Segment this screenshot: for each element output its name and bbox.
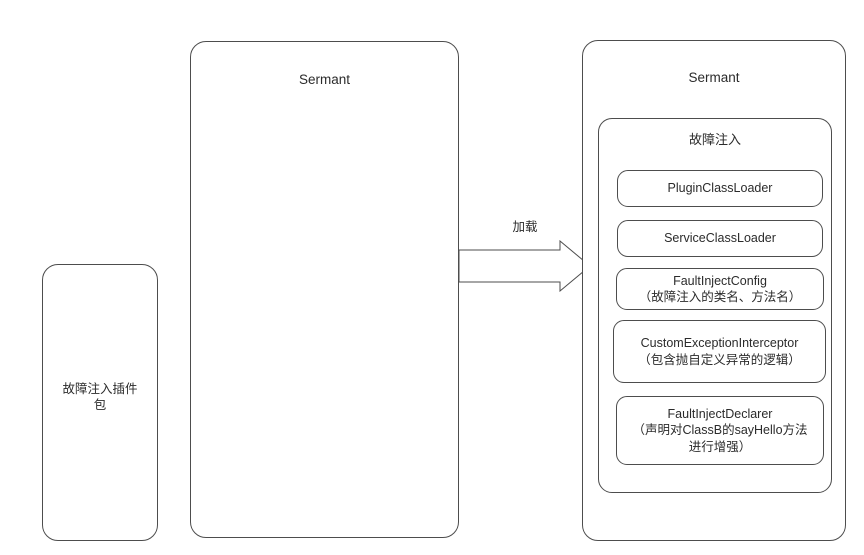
component-box-plugin-class-loader[interactable]: PluginClassLoader	[617, 170, 823, 207]
plugin-package-box[interactable]: 故障注入插件 包	[42, 264, 158, 541]
component-title: CustomExceptionInterceptor	[640, 336, 799, 351]
component-note: （声明对ClassB的sayHello方法 进行增强）	[632, 423, 808, 454]
component-title: ServiceClassLoader	[664, 231, 776, 246]
load-arrow-label: 加载	[512, 220, 538, 234]
sermant-before-box[interactable]: Sermant	[190, 41, 459, 538]
component-box-fault-inject-declarer[interactable]: FaultInjectDeclarer （声明对ClassB的sayHello方…	[616, 396, 824, 465]
component-note: （包含抛自定义异常的逻辑）	[638, 352, 801, 367]
component-title: PluginClassLoader	[667, 181, 773, 196]
component-box-fault-inject-config[interactable]: FaultInjectConfig （故障注入的类名、方法名）	[616, 268, 824, 310]
component-title: FaultInjectDeclarer	[667, 407, 773, 422]
component-box-custom-exception-interceptor[interactable]: CustomExceptionInterceptor （包含抛自定义异常的逻辑）	[613, 320, 826, 383]
sermant-before-label: Sermant	[298, 72, 351, 87]
plugin-package-label: 故障注入插件 包	[62, 382, 138, 412]
component-box-service-class-loader[interactable]: ServiceClassLoader	[617, 220, 823, 257]
component-note: （故障注入的类名、方法名）	[638, 290, 802, 304]
component-title: FaultInjectConfig	[673, 273, 767, 288]
sermant-after-label: Sermant	[688, 70, 740, 85]
load-arrow-icon	[458, 240, 591, 292]
fault-inject-label: 故障注入	[688, 132, 741, 147]
